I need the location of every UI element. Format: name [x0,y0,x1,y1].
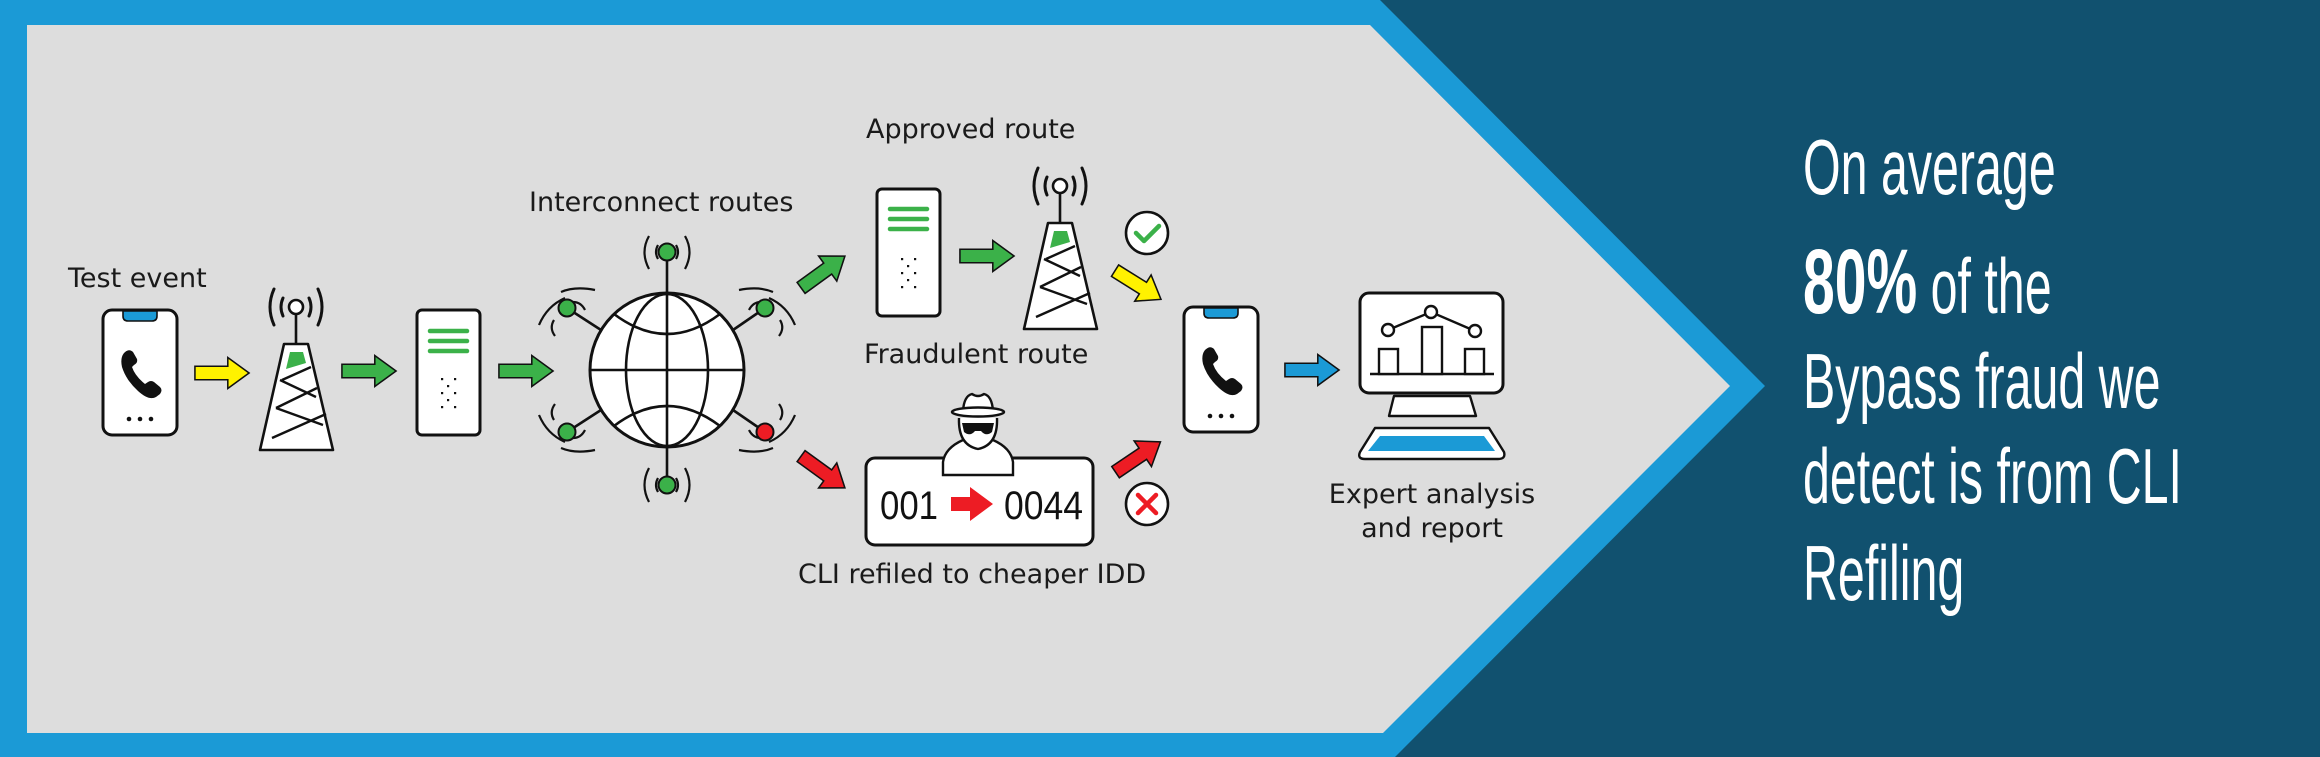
cell-tower-icon-1 [258,287,335,452]
stat-line-5: Refiling [1803,529,1965,617]
cell-tower-icon-2 [1022,166,1099,331]
stat-line-2: 80% of the [1803,236,2052,328]
stat-line-1: On average [1803,123,2056,211]
node-top [657,242,677,262]
cli-refiled-number: 0044 [1004,484,1083,528]
switch-device-icon-1 [415,308,482,437]
label-approved-route: Approved route [866,114,1075,145]
reject-icon [1124,481,1170,527]
stat-line-2-rest: of the [1930,242,2052,330]
label-fraudulent-route: Fraudulent route [864,339,1088,370]
node-lower-right-fraud [755,422,775,442]
stat-highlight-percent: 80% [1803,231,1918,333]
phone-icon-receiver [1182,305,1260,434]
node-upper-right [755,298,775,318]
label-cli-refiled: CLI refiled to cheaper IDD [798,559,1146,590]
stat-line-4: detect is from CLI [1803,432,2182,520]
cli-refile-box: 001 0044 [864,392,1095,547]
label-and-report: and report [1361,513,1503,544]
switch-device-icon-2 [875,187,942,318]
arrow-red-refile [951,487,993,521]
phone-icon-caller [101,308,179,437]
node-lower-left [557,422,577,442]
stat-line-3: Bypass fraud we [1803,337,2161,425]
handset-icon [121,350,162,399]
check-icon [1124,210,1170,256]
label-expert-analysis: Expert analysis [1329,479,1535,510]
node-upper-left [557,298,577,318]
label-interconnect-routes: Interconnect routes [529,187,793,218]
chevron-fill [27,25,1730,733]
node-bottom [657,475,677,495]
hacker-icon [941,392,1015,477]
label-test-event: Test event [67,263,207,294]
globe-interconnect-icon [537,235,797,503]
cli-original-number: 001 [880,484,938,528]
analytics-monitor-icon [1357,291,1506,461]
